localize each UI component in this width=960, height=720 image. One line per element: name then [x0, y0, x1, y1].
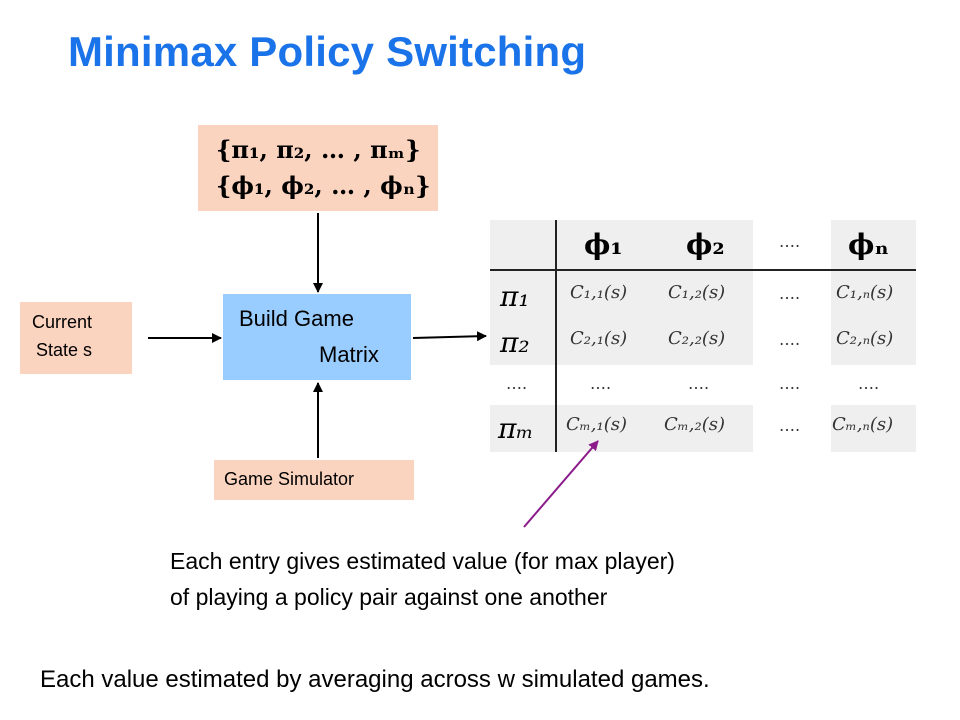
dots-column-band [753, 220, 831, 452]
matrix-cell: …. [590, 374, 612, 393]
pointer-arrow-to-entry [523, 440, 599, 528]
col-header-phin: ϕₙ [848, 228, 889, 261]
row-header-pim: πₘ [498, 412, 534, 445]
current-state-box: Current State s [20, 302, 132, 374]
matrix-cell: C₁,₂(s) [668, 282, 726, 303]
matrix-cell: C₁,ₙ(s) [836, 282, 894, 303]
row-header-pi1: π₁ [500, 280, 530, 313]
matrix-cell: …. [858, 374, 880, 393]
matrix-cell: C₁,₁(s) [570, 282, 628, 303]
slide-title: Minimax Policy Switching [68, 28, 587, 75]
matrix-cell: …. [688, 374, 710, 393]
averaging-note: Each value estimated by averaging across… [40, 666, 710, 693]
matrix-cell: …. [779, 284, 801, 303]
game-simulator-label: Game Simulator [224, 469, 355, 489]
game-simulator-box: Game Simulator [214, 460, 414, 500]
policy-set-phi: {ϕ₁, ϕ₂, … , ϕₙ} [216, 171, 431, 200]
matrix-grid [490, 220, 916, 452]
row-header-pi2: π₂ [500, 326, 530, 359]
current-state-line1: Current [32, 312, 93, 332]
matrix-cell: Cₘ,₂(s) [664, 414, 726, 435]
col-header-dots: …. [779, 232, 801, 251]
matrix-cell: C₂,ₙ(s) [836, 328, 894, 349]
build-box-line2: Matrix [319, 342, 379, 367]
game-matrix: ϕ₁ ϕ₂ …. ϕₙ π₁ π₂ …. πₘ C₁,₁(s) C₁,₂(s) … [490, 220, 916, 452]
matrix-cell: …. [779, 374, 801, 393]
matrix-cell: C₂,₁(s) [570, 328, 628, 349]
policy-set-pi: {π₁, π₂, … , πₘ} [216, 135, 421, 164]
col-header-phi1: ϕ₁ [584, 228, 623, 261]
matrix-cell: …. [779, 416, 801, 435]
policy-sets-box: {π₁, π₂, … , πₘ} {ϕ₁, ϕ₂, … , ϕₙ} [198, 125, 438, 211]
matrix-cell: …. [779, 330, 801, 349]
row-header-dots: …. [506, 374, 528, 393]
build-box-line1: Build Game [239, 306, 354, 331]
matrix-cell: Cₘ,ₙ(s) [832, 414, 894, 435]
entry-description-line1: Each entry gives estimated value (for ma… [170, 548, 675, 574]
entry-description-line2: of playing a policy pair against one ano… [170, 584, 608, 610]
arrow-build-to-matrix [412, 331, 487, 342]
build-game-matrix-box: Build Game Matrix [223, 294, 411, 380]
col-header-phi2: ϕ₂ [686, 228, 725, 261]
matrix-cell: Cₘ,₁(s) [566, 414, 628, 435]
current-state-line2: State s [36, 340, 93, 360]
dots-row-band [490, 365, 916, 405]
matrix-cell: C₂,₂(s) [668, 328, 726, 349]
